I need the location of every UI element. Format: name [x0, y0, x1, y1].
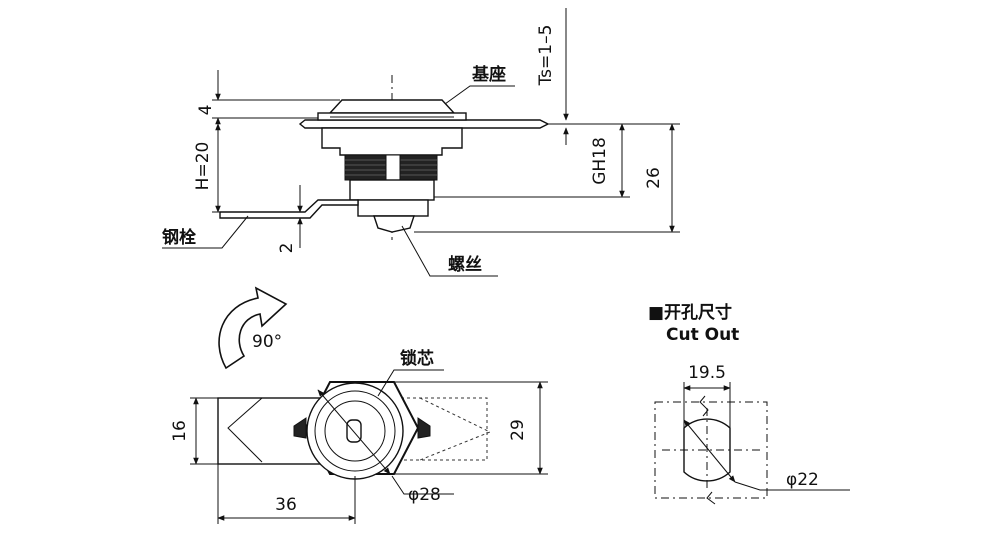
dim-gh-label: GH18	[590, 137, 610, 185]
cutout-title-en: Cut Out	[666, 325, 739, 345]
lower-body	[349, 179, 435, 201]
base-label: 基座	[471, 64, 506, 85]
nut-tab-left	[293, 417, 307, 439]
dim-16-label: 16	[170, 420, 190, 442]
nut-body	[321, 127, 463, 156]
stem	[357, 199, 429, 217]
cam-bar	[219, 199, 359, 219]
angle-label: 90°	[252, 332, 282, 352]
dim-4-label: 4	[196, 105, 216, 116]
steel-bolt-label: 钢栓	[162, 227, 196, 248]
lock-core-label: 锁芯	[400, 348, 434, 369]
dim-19-5-label: 19.5	[688, 363, 726, 383]
front-view: 90° 锁芯 φ28 16 29	[170, 286, 548, 524]
lock-head	[328, 99, 456, 114]
panel-outline	[654, 401, 768, 499]
screw-head	[373, 215, 415, 233]
dim-phi28-label: φ28	[408, 485, 441, 505]
key-slot	[346, 419, 362, 443]
base-flange	[298, 119, 550, 129]
rotation-arrow-icon	[218, 286, 288, 370]
dim-phi22-label: φ22	[786, 470, 819, 490]
dim-36-label: 36	[275, 495, 297, 515]
ts-label: Ts=1–5	[536, 25, 556, 87]
thread-slot	[385, 154, 401, 181]
dim-26-label: 26	[644, 167, 664, 189]
dim-h-label: H=20	[193, 142, 213, 191]
nut-tab-right	[417, 417, 431, 439]
dim-2-label: 2	[277, 243, 297, 254]
screw-label: 螺丝	[448, 254, 482, 275]
dim-29-label: 29	[508, 419, 528, 441]
cutout-view: ■开孔尺寸 Cut Out 19.5 φ22	[648, 302, 850, 505]
cutout-title-cn: ■开孔尺寸	[648, 302, 732, 323]
side-view: 4 H=20 2 基座 Ts=1–5 GH18 26 钢栓 螺丝	[162, 8, 680, 277]
